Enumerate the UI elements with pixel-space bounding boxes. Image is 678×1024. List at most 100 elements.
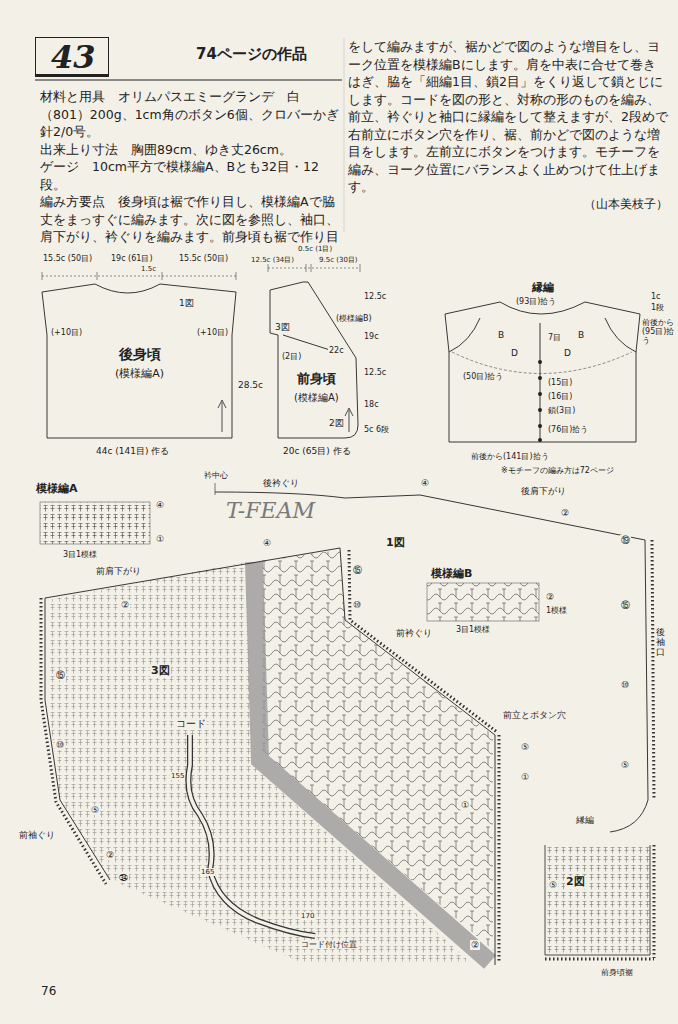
chart-label: 前立とボタン穴 <box>502 710 567 720</box>
chart-label: 12.5c <box>363 368 387 377</box>
chart-label: 28.5c <box>237 380 264 390</box>
chart-label: 1段 <box>650 303 665 312</box>
chart-label: 前袖ぐり <box>18 830 56 840</box>
callout-number: ⑩ <box>620 680 630 690</box>
garment-piece: 前身頃 (模様編A) <box>268 280 363 445</box>
section-heading: 模様編B <box>430 568 473 581</box>
callout-number: ④ <box>155 500 165 510</box>
outline-path <box>270 282 358 438</box>
chart-label: 2図 <box>328 418 345 428</box>
outline-path <box>42 284 236 438</box>
text-column: 材料と用具 オリムパスエミーグランデ 白（801）200g、1cm角のボタン6個… <box>40 88 342 246</box>
garment-piece: 後身頃 (模様編A) <box>40 280 240 442</box>
chart-label: 1模様 <box>545 606 568 615</box>
body-text: をして編みますが、裾かどで図のような増目をし、ヨーク位置を模様編Bにします。肩を… <box>348 38 668 196</box>
chart-label: 後袖口 <box>655 628 666 658</box>
chart-label: 18c <box>363 400 380 409</box>
piece-outline <box>440 282 645 447</box>
chart-label: 7目 <box>547 333 562 342</box>
piece-outline <box>268 280 363 445</box>
callout-number: ④ <box>262 538 272 548</box>
chart-label: 3目1模様 <box>455 625 491 634</box>
callout-number: ㉞ <box>118 873 129 883</box>
callout-number: ② <box>105 850 115 860</box>
callout-number: B <box>497 330 505 340</box>
callout-number: ⑤ <box>520 742 530 752</box>
callout-number: ① <box>155 534 165 544</box>
body-text: （山本美枝子） <box>348 196 668 214</box>
chart-label: 12.5c <box>363 292 387 301</box>
node-text: 43 <box>51 39 96 76</box>
chart-label: 前後から(141目)拾う <box>470 452 550 461</box>
chart-label: 衿中心 <box>203 471 229 480</box>
callout-number: ⑩ <box>352 600 362 610</box>
title-box: 43 <box>35 37 109 77</box>
callout-number: ② <box>120 600 130 610</box>
chart-label: 後衿ぐり <box>262 478 300 488</box>
chart-label: 1図 <box>178 298 195 308</box>
chart-label: 76 <box>40 985 57 999</box>
chart-label: (93目)拾う <box>515 297 557 306</box>
chart-label: 22c <box>328 346 345 355</box>
outline-path <box>445 302 640 442</box>
chart-label: 前肩下がり <box>95 566 142 576</box>
callout-number: D <box>510 348 519 358</box>
chart-label: コード付け位置 <box>300 940 358 949</box>
chart-label: ※モチーフの編み方は72ページ <box>500 466 615 475</box>
callout-number: ⑮ <box>55 670 66 680</box>
node-text: (模様編A) <box>294 392 339 404</box>
chart-label: (+10目) <box>50 328 83 337</box>
body-text: ゲージ 10cm平方で模様編A、Bとも32目・12段。 <box>40 158 342 193</box>
callout-number: ① <box>460 800 470 810</box>
section-heading: 3図 <box>150 665 171 678</box>
chart-label: (15目) <box>547 378 573 387</box>
chart-label: 15.5c (50目) <box>178 254 229 263</box>
body-text: 出来上り寸法 胸囲89cm、ゆき丈26cm。 <box>40 141 342 159</box>
node-text: 前身頃 <box>297 372 336 387</box>
section-heading: 1図 <box>385 537 406 550</box>
chart-label: 165 <box>200 868 215 876</box>
chart-label: 1c <box>650 292 662 301</box>
chart-label: 後肩下がり <box>520 486 567 496</box>
edging-diagram: 縁編 <box>440 282 645 447</box>
chart-label: (+10目) <box>196 328 229 337</box>
chart-label: 縁編 <box>575 815 595 825</box>
text-column: をして編みますが、裾かどで図のような増目をし、ヨーク位置を模様編Bにします。肩を… <box>348 38 668 213</box>
chart-label: (50目)拾う <box>462 372 504 381</box>
chart-label: 1.5c <box>140 265 157 273</box>
chart-label: 前身頃裾 <box>600 968 634 977</box>
chart-label: 0.5c (1目) <box>297 245 333 253</box>
chart-label: 155 <box>170 772 185 780</box>
chart-label: 19c <box>363 332 380 341</box>
chart-label: (模様編B) <box>335 314 373 323</box>
callout-number: ⑮ <box>620 600 631 610</box>
chart-label: 15.5c (50目) <box>42 254 93 263</box>
chart-label: 19c (61目) <box>110 254 154 263</box>
watermark: T-FEAM <box>225 498 316 523</box>
chart-label: 鎖(3目) <box>547 406 576 415</box>
chart-label: 前後から(95目)拾う <box>641 318 677 346</box>
chart-label: コード <box>175 718 207 730</box>
callout-number: ⑮ <box>352 565 363 575</box>
node-text: 後身頃 <box>119 346 161 362</box>
callout-number: ② <box>560 508 570 518</box>
section-heading: 模様編A <box>35 483 79 496</box>
chart-label: 3目1模様 <box>62 550 98 559</box>
callout-number: ② <box>470 940 480 950</box>
chart-label: 前衿ぐり <box>395 628 433 638</box>
callout-number: ⑤ <box>620 760 630 770</box>
chart-label: 170 <box>300 912 315 920</box>
chart-label: 9.5c (30目) <box>318 256 359 264</box>
chart-label: (2目) <box>281 352 302 361</box>
chart-label: 44c (141目) 作る <box>95 446 170 456</box>
node-text: (模様編A) <box>115 368 164 381</box>
callout-number: D <box>563 348 572 358</box>
chart-label: 3図 <box>274 322 291 332</box>
callout-number: ④ <box>420 478 430 488</box>
section-heading: 74ページの作品 <box>195 46 308 63</box>
chart-label: 5c 6段 <box>363 425 390 434</box>
callout-number: ⑤ <box>548 880 558 890</box>
callout-number: ⑲ <box>620 535 631 545</box>
callout-number: B <box>577 330 585 340</box>
